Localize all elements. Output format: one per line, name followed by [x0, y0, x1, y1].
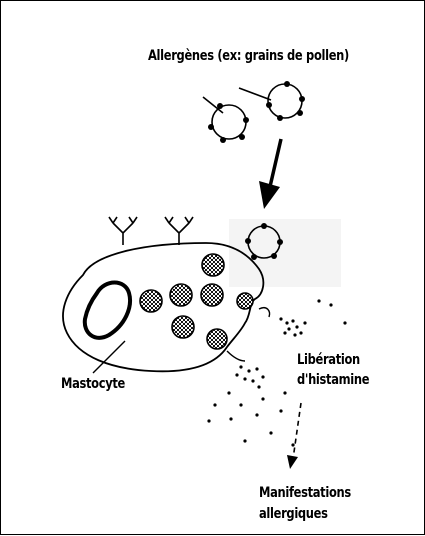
- mast-cell-nucleus: [85, 283, 130, 338]
- arrow-down: [259, 139, 281, 209]
- dashed-arrow: [287, 403, 301, 469]
- histamine-label-line2: d'histamine: [297, 371, 369, 389]
- mast-cell-leader: [93, 341, 125, 373]
- manifestations-label-line1: Manifestations: [259, 484, 351, 502]
- manifestations-label-line2: allergiques: [259, 505, 328, 523]
- mast-cell-label: Mastocyte: [61, 375, 125, 393]
- highlight-box: [229, 219, 341, 287]
- pollen-grain-1: [203, 97, 249, 143]
- allergens-label: Allergènes (ex: grains de pollen): [148, 47, 349, 65]
- ige-receptors: [109, 217, 193, 245]
- histamine-label-line1: Libération: [297, 351, 360, 369]
- pollen-grain-2: [239, 81, 305, 121]
